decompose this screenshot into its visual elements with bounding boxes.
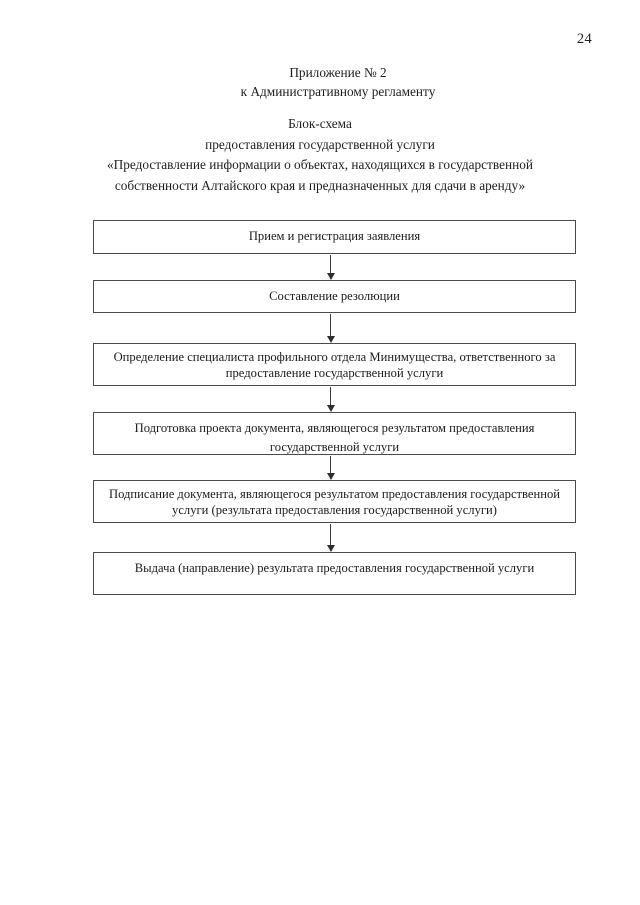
title-line-3: «Предоставление информации о объектах, н… [106, 157, 533, 172]
flowchart-node-label: Составление резолюции [269, 289, 400, 303]
flowchart-node-resolution: Составление резолюции [93, 280, 576, 313]
appendix-heading: Приложение № 2 к Административному регла… [0, 63, 640, 101]
flowchart-node-label: Определение специалиста профильного отде… [113, 350, 556, 380]
flowchart-node-label: Подготовка проекта документа, являющегос… [134, 421, 535, 454]
flowchart-node-intake: Прием и регистрация заявления [93, 220, 576, 254]
arrow-node3-to-node4 [326, 387, 335, 412]
page-number: 24 [576, 31, 592, 47]
arrow-node1-to-node2 [326, 255, 335, 280]
appendix-line-1: Приложение № 2 [289, 65, 387, 80]
flowchart-node-label: Прием и регистрация заявления [248, 229, 421, 243]
flowchart-node-draft-document: Подготовка проекта документа, являющегос… [93, 412, 576, 455]
flowchart-node-label: Выдача (направление) результата предоста… [134, 561, 535, 575]
title-line-4: собственности Алтайского края и предназн… [114, 177, 526, 193]
appendix-line-2: к Административному регламенту [240, 84, 436, 99]
title-line-2: предоставления государственной услуги [205, 136, 435, 152]
document-title: Блок-схема предоставления государственно… [0, 114, 640, 196]
flowchart-node-label: Подписание документа, являющегося резуль… [108, 487, 561, 517]
arrow-node2-to-node3 [326, 314, 335, 343]
arrow-node4-to-node5 [326, 456, 335, 480]
arrow-node5-to-node6 [326, 524, 335, 552]
flowchart-node-sign-document: Подписание документа, являющегося резуль… [93, 480, 576, 523]
title-line-1: Блок-схема [288, 116, 352, 131]
flowchart-node-assign-specialist: Определение специалиста профильного отде… [93, 343, 576, 386]
flowchart-node-deliver-result: Выдача (направление) результата предоста… [93, 552, 576, 595]
